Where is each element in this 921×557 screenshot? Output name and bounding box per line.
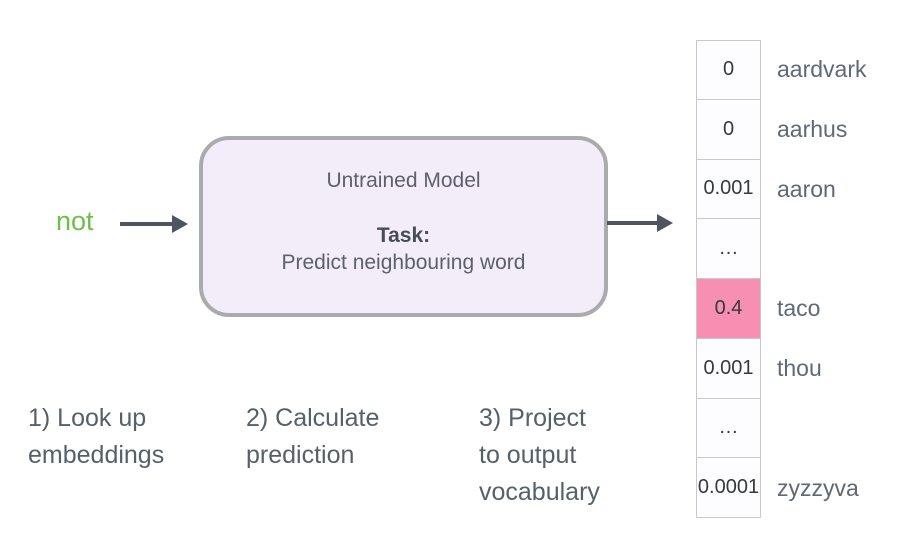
step-line: to output — [479, 441, 577, 469]
step-2-label: 2) Calculate prediction — [246, 400, 379, 474]
model-task-description: Predict neighbouring word — [281, 251, 526, 274]
vector-cell-highlighted: 0.4 — [696, 279, 761, 339]
model-title: Untrained Model — [326, 169, 481, 192]
model-task-label: Task: — [376, 224, 431, 247]
input-word: not — [56, 206, 94, 236]
step-3-label: 3) Project to output vocabulary — [479, 400, 600, 511]
vector-word-label: aarhus — [777, 116, 848, 143]
vector-cell: 0 — [696, 99, 761, 160]
step-line: 3) Project — [479, 404, 586, 432]
vector-row: 0 aardvark — [696, 40, 866, 100]
vector-row: … — [696, 219, 866, 279]
vector-cell: 0 — [696, 40, 761, 100]
output-arrow-shaft — [607, 221, 657, 225]
output-arrowhead-icon — [657, 214, 673, 232]
vector-cell: 0.001 — [696, 338, 761, 399]
step-1-label: 1) Look up embeddings — [28, 400, 164, 474]
vector-cell: 0.001 — [696, 159, 761, 220]
vector-row: 0.0001 zyzzyva — [696, 458, 866, 518]
vector-row: 0.001 aaron — [696, 159, 866, 220]
step-line: embeddings — [28, 441, 165, 469]
step-line: 2) Calculate — [246, 404, 380, 432]
vector-row: 0 aarhus — [696, 99, 866, 160]
vector-word-label: thou — [777, 355, 822, 382]
vector-word-label: aaron — [777, 175, 836, 202]
vector-cell: 0.0001 — [696, 458, 761, 518]
model-box: Untrained Model Task: Predict neighbouri… — [199, 136, 608, 317]
vector-row: 0.001 thou — [696, 338, 866, 399]
input-arrow-shaft — [120, 222, 172, 226]
input-arrow-icon — [120, 215, 188, 233]
step-line: vocabulary — [479, 478, 600, 506]
vector-cell: … — [696, 219, 761, 279]
vector-row: 0.4 taco — [696, 279, 866, 339]
step-line: prediction — [246, 441, 355, 469]
vector-row: … — [696, 398, 866, 459]
vector-cell: … — [696, 398, 761, 459]
vector-word-label: zyzzyva — [777, 474, 859, 501]
vector-word-label: taco — [777, 295, 821, 322]
vector-word-label: aardvark — [777, 56, 867, 83]
step-line: 1) Look up — [28, 404, 147, 432]
output-arrow-icon — [607, 214, 673, 232]
input-arrowhead-icon — [172, 215, 188, 233]
